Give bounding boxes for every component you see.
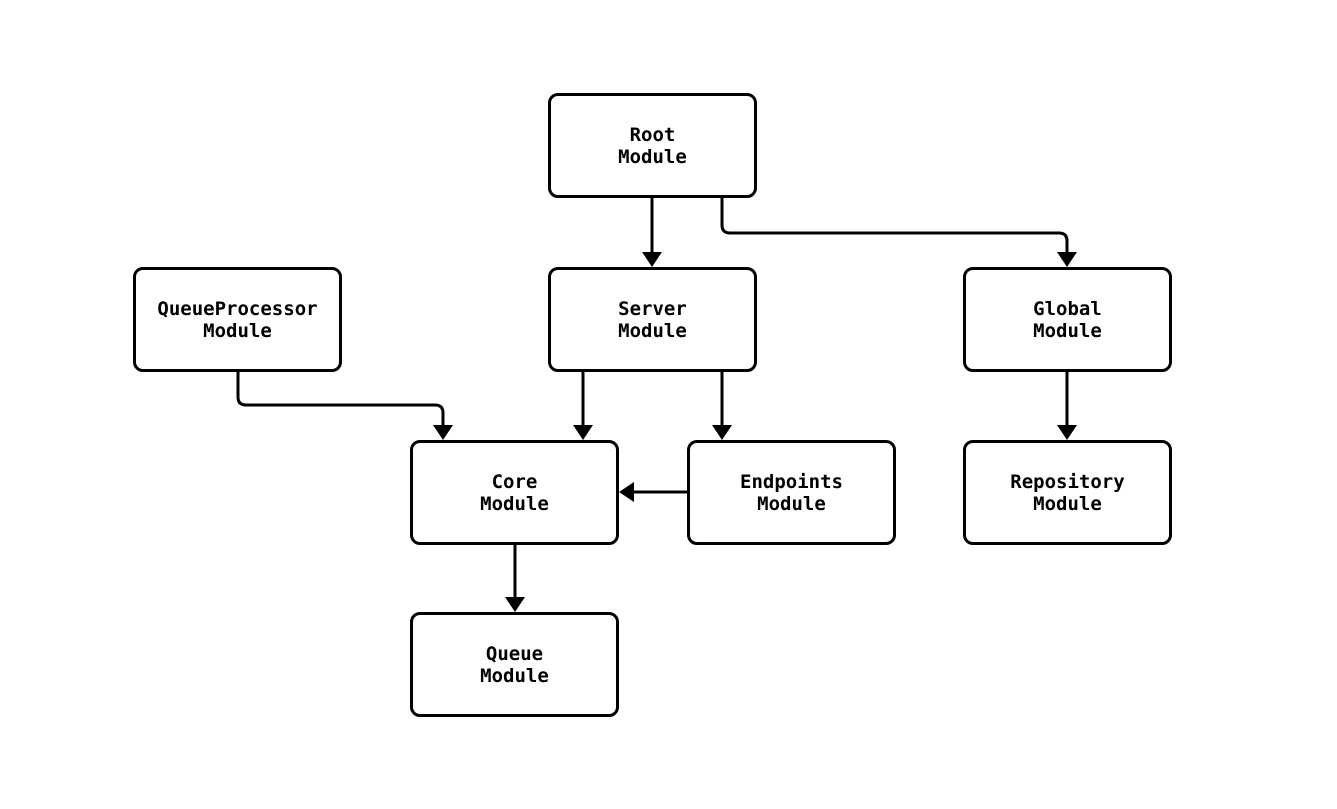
edge-server-to-endpoints: [712, 372, 732, 440]
arrowhead-icon: [505, 597, 525, 612]
node-queueprocessor-label: QueueProcessor Module: [157, 297, 318, 342]
edge-endpoints-to-core: [619, 482, 687, 502]
node-core-module: Core Module: [410, 440, 619, 545]
arrowhead-icon: [712, 425, 732, 440]
arrowhead-icon: [642, 252, 662, 267]
edge-server-to-core: [573, 372, 593, 440]
node-repository-module: Repository Module: [963, 440, 1172, 545]
edge-global-to-repository: [1057, 372, 1077, 440]
node-server-label: Server Module: [618, 297, 687, 342]
node-queue-module: Queue Module: [410, 612, 619, 717]
arrowhead-icon: [433, 425, 453, 440]
edge-queueprocessor-to-core: [236, 372, 453, 440]
node-endpoints-module: Endpoints Module: [687, 440, 896, 545]
edge-root-to-server: [642, 198, 662, 267]
arrowhead-icon: [1057, 425, 1077, 440]
edge-core-to-queue: [505, 545, 525, 612]
node-root-module: Root Module: [548, 93, 757, 198]
node-repository-label: Repository Module: [1010, 470, 1125, 515]
arrowhead-icon: [1057, 252, 1077, 267]
arrowhead-icon: [619, 482, 634, 502]
arrowhead-icon: [573, 425, 593, 440]
node-endpoints-label: Endpoints Module: [740, 470, 843, 515]
node-global-label: Global Module: [1033, 297, 1102, 342]
edge-root-to-global: [720, 198, 1077, 267]
node-core-label: Core Module: [480, 470, 549, 515]
node-queue-label: Queue Module: [480, 642, 549, 687]
node-global-module: Global Module: [963, 267, 1172, 372]
node-root-label: Root Module: [618, 123, 687, 168]
node-queueprocessor-module: QueueProcessor Module: [133, 267, 342, 372]
node-server-module: Server Module: [548, 267, 757, 372]
